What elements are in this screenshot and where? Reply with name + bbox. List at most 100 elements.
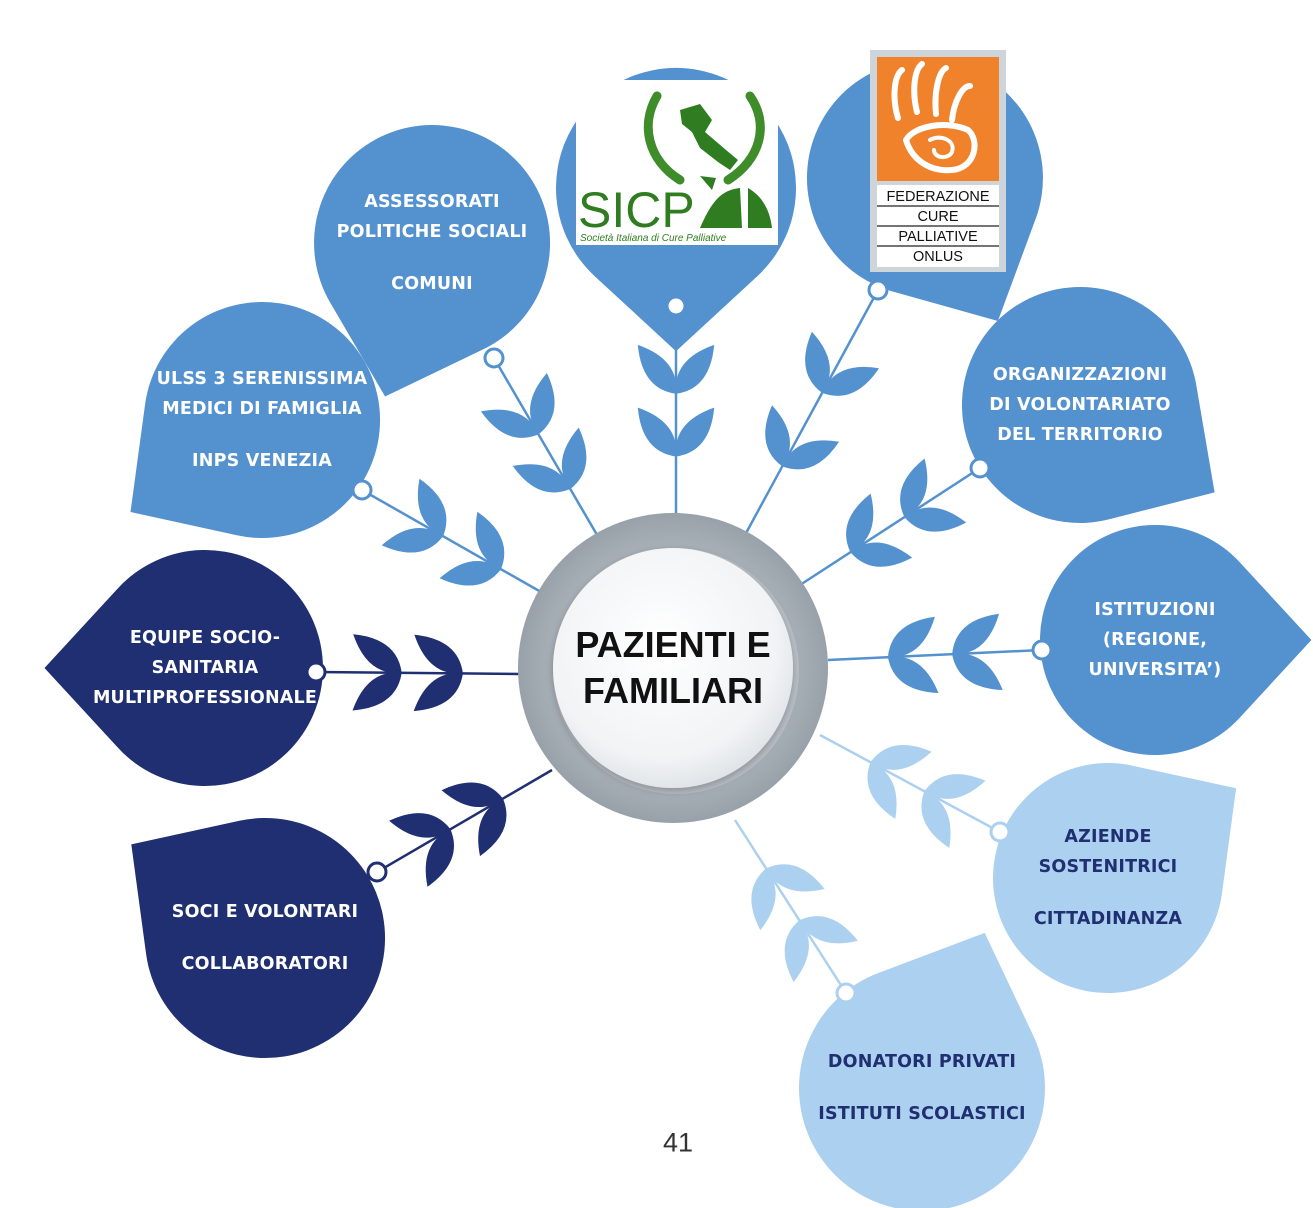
leaf-federazione: [765, 405, 790, 467]
leaf-equipe: [352, 672, 402, 711]
leaf-donatori: [784, 920, 809, 983]
leaf-istituzioni: [952, 613, 1000, 655]
label-line: COMUNI: [391, 274, 473, 294]
leaf-ulss: [381, 527, 444, 553]
label-gap: [818, 1077, 1025, 1099]
leaf-aziende: [870, 745, 932, 770]
connector-federazione: [743, 289, 880, 536]
connector-dot-organizzazioni: [969, 457, 991, 479]
label-line: SOSTENITRICI: [1038, 857, 1178, 877]
federazione-logo-line: FEDERAZIONE: [886, 189, 989, 205]
label-line: ORGANIZZAZIONI: [992, 365, 1168, 385]
label-gap: [337, 247, 528, 269]
connector-dot-ulss: [351, 479, 373, 501]
leaf-donatori: [751, 868, 776, 931]
connector-istituzioni: [827, 648, 1043, 662]
leaf-organizzazioni: [846, 493, 874, 553]
connector-dot-donatori: [835, 982, 857, 1004]
leaf-aziende: [921, 791, 951, 848]
leaf-equipe: [413, 673, 463, 712]
leaf-federazione: [822, 366, 879, 396]
leaf-donatori: [799, 916, 858, 944]
federazione-logo: FEDERAZIONE CURE PALLIATIVE ONLUS: [870, 50, 1006, 272]
leaf-sicp: [675, 344, 715, 394]
center-label-line: PAZIENTI E: [575, 624, 771, 665]
leaf-istituzioni: [887, 656, 939, 693]
connector-dot-equipe: [305, 661, 327, 683]
label-line: SANITARIA: [151, 658, 259, 678]
leaf-ulss: [475, 511, 505, 570]
leaf-aziende: [867, 762, 897, 819]
label-soci: SOCI E VOLONTARI COLLABORATORI: [172, 897, 358, 979]
connector-dot-aziende: [989, 821, 1011, 843]
connector-soci: [376, 768, 553, 874]
leaf-istituzioni: [952, 653, 1003, 690]
label-istituzioni: ISTITUZIONI(REGIONE,UNIVERSITA’): [1088, 595, 1221, 685]
sicp-logo-text: SICP: [578, 182, 695, 238]
leaf-assessorati: [512, 464, 571, 493]
sicp-logo: SICP Società Italiana di Cure Palliative: [576, 80, 778, 245]
leaf-assessorati: [530, 373, 555, 435]
connector-donatori: [733, 819, 848, 994]
label-line: AZIENDE: [1064, 827, 1152, 847]
federazione-logo-line: PALLIATIVE: [898, 229, 978, 245]
label-line: COLLABORATORI: [181, 954, 349, 974]
connector-assessorati: [492, 357, 602, 541]
leaf-assessorati: [480, 409, 539, 438]
leaf-organizzazioni: [900, 458, 928, 518]
label-line: POLITICHE SOCIALI: [336, 222, 528, 242]
leaf-istituzioni: [887, 616, 935, 658]
label-line: SOCI E VOLONTARI: [171, 902, 359, 922]
connector-dots: [305, 279, 1053, 1004]
sicp-logo-caption: Società Italiana di Cure Palliative: [580, 233, 727, 244]
label-line: ULSS 3 SERENISSIMA: [156, 369, 368, 389]
leaf-assessorati: [561, 427, 587, 489]
connector-dot-assessorati: [483, 347, 505, 369]
connector-dot-soci: [366, 861, 388, 883]
center-node: [518, 513, 828, 823]
leaf-donatori: [766, 864, 825, 892]
drop-soci: [131, 818, 386, 1059]
drop-donatori: [799, 932, 1046, 1208]
leaf-ulss: [417, 478, 447, 537]
leaf-sicp: [675, 407, 715, 457]
leaf-sicp: [637, 407, 677, 457]
drop-istituzioni: [1040, 525, 1312, 755]
label-assessorati: ASSESSORATI POLITICHE SOCIALI COMUNI: [337, 187, 528, 299]
label-line: DEL TERRITORIO: [997, 425, 1163, 445]
label-line: ISTITUZIONI: [1094, 600, 1216, 620]
leaf-organizzazioni: [850, 542, 913, 567]
connector-equipe: [315, 670, 521, 676]
center-disc: [553, 548, 793, 788]
label-line: ASSESSORATI: [364, 192, 500, 212]
drop-assessorati: [314, 125, 551, 397]
label-gap: [172, 927, 358, 949]
label-aziende: AZIENDE SOSTENITRICI CITTADINANZA: [1034, 822, 1182, 934]
leaf-organizzazioni: [904, 507, 967, 532]
federazione-logo-line: ONLUS: [913, 249, 963, 265]
label-gap: [1034, 882, 1182, 904]
leaf-equipe: [414, 634, 463, 674]
label-line: DI VOLONTARIATO: [989, 395, 1171, 415]
connector-ulss: [361, 488, 556, 602]
leaves-layer: [352, 331, 1003, 983]
label-line: (REGIONE,: [1102, 630, 1208, 650]
label-line: EQUIPE SOCIO-: [129, 628, 281, 648]
leaf-soci: [441, 782, 503, 808]
label-gap: [157, 424, 368, 446]
leaf-soci: [425, 829, 454, 887]
leaf-soci: [389, 813, 451, 838]
leaf-equipe: [353, 634, 402, 674]
connector-dot-federazione: [867, 279, 889, 301]
drop-equipe: [44, 550, 323, 787]
page-number: 41: [662, 1127, 694, 1158]
leaf-aziende: [924, 774, 986, 799]
center-label-line: FAMILIARI: [583, 670, 763, 711]
label-line: CITTADINANZA: [1033, 909, 1183, 929]
drop-ulss: [130, 302, 381, 539]
leaf-soci: [478, 798, 507, 857]
